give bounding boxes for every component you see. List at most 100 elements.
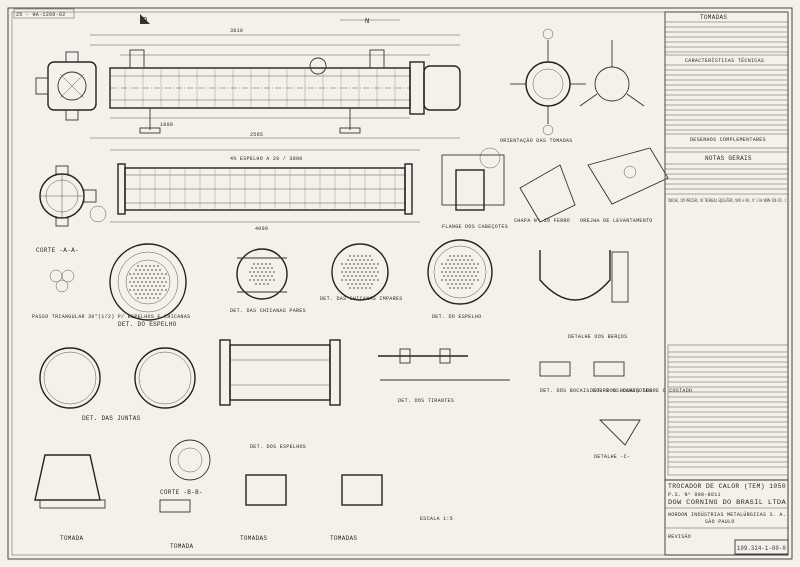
- tube-hole: [145, 297, 147, 299]
- tube-hole: [259, 275, 261, 277]
- tube-hole: [353, 271, 355, 273]
- svg-text:DET. DOS ESPELHOS: DET. DOS ESPELHOS: [250, 444, 306, 450]
- tube-hole: [351, 259, 353, 261]
- section-b-b: CORTE -B-B-: [159, 489, 203, 513]
- main-elevation-right: 2565 1800 3810: [90, 28, 461, 139]
- tube-hole: [451, 267, 453, 269]
- tube-hole: [257, 263, 259, 265]
- tube-hole: [473, 279, 475, 281]
- tube-hole: [449, 255, 451, 257]
- tube-hole: [475, 275, 477, 277]
- tube-hole: [135, 269, 137, 271]
- tube-hole: [143, 269, 145, 271]
- tube-hole: [365, 271, 367, 273]
- tube-hole: [365, 279, 367, 281]
- tube-hole: [261, 263, 263, 265]
- tube-hole: [131, 277, 133, 279]
- tube-hole: [143, 293, 145, 295]
- marker-n: N: [340, 18, 400, 26]
- tube-hole: [477, 263, 479, 265]
- tube-hole: [465, 271, 467, 273]
- tube-hole: [367, 283, 369, 285]
- tube-hole: [251, 267, 253, 269]
- tube-hole: [357, 279, 359, 281]
- tube-hole: [473, 271, 475, 273]
- tube-hole: [165, 281, 167, 283]
- tube-hole: [147, 293, 149, 295]
- client-name: DOW CORNING DO BRASIL LTDA: [668, 499, 786, 506]
- tube-sheet-2-holes: [441, 255, 479, 289]
- tube-hole: [153, 289, 155, 291]
- tube-hole: [475, 267, 477, 269]
- tomadas-rows: [665, 21, 788, 48]
- tube-hole: [343, 267, 345, 269]
- tube-hole: [373, 263, 375, 265]
- tube-hole: [347, 275, 349, 277]
- tube-hole: [149, 289, 151, 291]
- drawing-number: 109.324-1-00-0: [737, 545, 786, 552]
- tube-hole: [469, 279, 471, 281]
- svg-text:DET. DOS BOCAIS SOBRE OS CABEÇ: DET. DOS BOCAIS SOBRE OS CABEÇOTES: [540, 388, 652, 394]
- heads-flange-view: FLANGE DOS CABEÇOTES: [441, 147, 508, 230]
- tube-hole: [139, 293, 141, 295]
- tube-hole: [141, 297, 143, 299]
- svg-text:DET. DO ESPELHO: DET. DO ESPELHO: [432, 314, 482, 320]
- svg-text:2565: 2565: [250, 132, 263, 138]
- tube-hole: [367, 259, 369, 261]
- tube-hole: [455, 267, 457, 269]
- tube-hole: [345, 263, 347, 265]
- tube-hole: [159, 285, 161, 287]
- tube-hole: [143, 285, 145, 287]
- tube-hole: [151, 285, 153, 287]
- tech-header: CARACTERÍSTICAS TÉCNICAS: [685, 57, 764, 64]
- tube-hole: [465, 255, 467, 257]
- tube-hole: [457, 263, 459, 265]
- tube-hole: [351, 267, 353, 269]
- tube-hole: [367, 267, 369, 269]
- tube-hole: [141, 289, 143, 291]
- nozzle-saddle-detail: DETALHE DOS BERÇOS: [539, 250, 629, 340]
- tube-hole: [131, 285, 133, 287]
- tube-hole: [265, 279, 267, 281]
- svg-text:3810: 3810: [230, 28, 243, 34]
- tube-hole: [361, 271, 363, 273]
- detail-c: DETALHE -C-: [594, 419, 641, 460]
- tube-hole: [147, 285, 149, 287]
- tube-hole: [355, 267, 357, 269]
- tube-hole: [257, 271, 259, 273]
- outer-border: [7, 7, 793, 560]
- tube-hole: [165, 289, 167, 291]
- tube-hole: [463, 267, 465, 269]
- tube-hole: [255, 275, 257, 277]
- tube-hole: [463, 283, 465, 285]
- tube-hole: [267, 267, 269, 269]
- tube-hole: [259, 267, 261, 269]
- tube-hole: [359, 283, 361, 285]
- tube-hole: [459, 275, 461, 277]
- tube-hole: [459, 259, 461, 261]
- svg-text:ORIENTAÇÃO DAS TOMADAS: ORIENTAÇÃO DAS TOMADAS: [500, 137, 573, 144]
- tube-hole: [149, 297, 151, 299]
- nozzle-view-c: TOMADAS: [330, 474, 383, 542]
- main-elevation-baffles: [124, 68, 396, 108]
- tube-hole: [465, 279, 467, 281]
- tube-hole: [161, 281, 163, 283]
- tube-hole: [363, 283, 365, 285]
- svg-text:TOMADAS: TOMADAS: [240, 535, 267, 542]
- tube-hole: [361, 263, 363, 265]
- tube-hole: [271, 267, 273, 269]
- tube-hole: [353, 255, 355, 257]
- scale-note: ESCALA 1:5: [420, 516, 453, 522]
- tube-hole: [449, 271, 451, 273]
- tube-hole: [351, 275, 353, 277]
- tube-hole: [145, 273, 147, 275]
- tube-hole: [369, 279, 371, 281]
- corner-ref-box: [13, 8, 75, 19]
- even-baffle-holes: [249, 263, 275, 285]
- svg-text:DET. DAS CHICANAS PARES: DET. DAS CHICANAS PARES: [230, 308, 306, 314]
- tube-hole: [357, 263, 359, 265]
- tube-hole: [153, 297, 155, 299]
- tube-hole: [457, 255, 459, 257]
- nozzle-view-b: TOMADAS: [240, 474, 287, 542]
- tube-hole: [347, 267, 349, 269]
